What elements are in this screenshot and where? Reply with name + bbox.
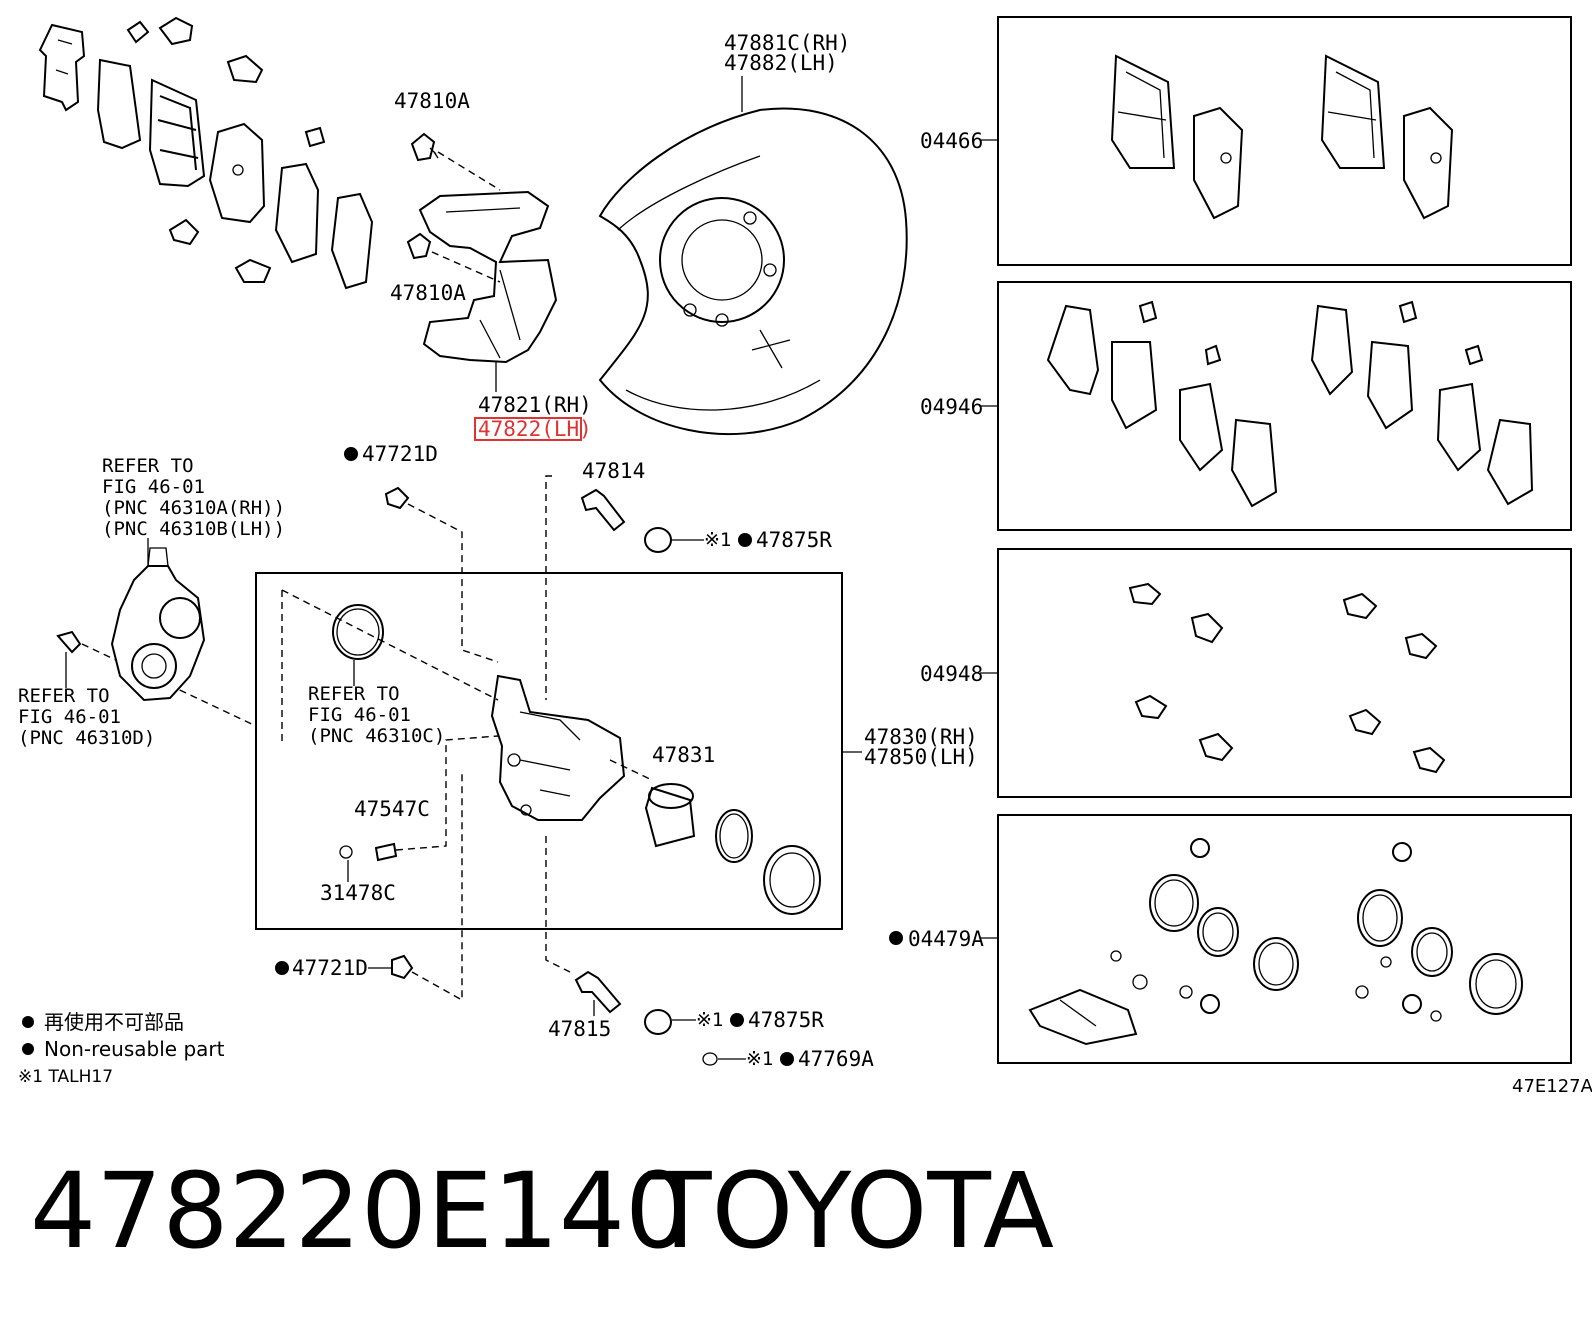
- label-47721D-bottom: 47721D: [292, 956, 368, 980]
- svg-text:(PNC 46310D): (PNC 46310D): [18, 727, 155, 749]
- svg-text:(PNC 46310A(RH)): (PNC 46310A(RH)): [102, 497, 285, 519]
- label-47881C: 47881C(RH): [724, 31, 850, 55]
- caliper-assembly: [255, 572, 862, 930]
- kit-box-04946: [980, 281, 1572, 531]
- refer-note-b: REFER TO FIG 46-01 (PNC 46310D): [18, 685, 155, 749]
- svg-text:REFER TO: REFER TO: [102, 455, 194, 477]
- label-47814: 47814: [582, 459, 645, 483]
- label-47850: 47850(LH): [864, 745, 978, 769]
- label-04466: 04466: [920, 129, 983, 153]
- kit-box-04479A: [980, 814, 1572, 1064]
- highlight-box-47822: [474, 417, 582, 441]
- label-47831: 47831: [652, 743, 715, 767]
- label-47875R-top: 47875R: [756, 528, 832, 552]
- label-04948: 04948: [920, 662, 983, 686]
- label-04946: 04946: [920, 395, 983, 419]
- label-47882: 47882(LH): [724, 51, 838, 75]
- kit-box-04466: [980, 16, 1572, 266]
- label-47547C: 47547C: [354, 797, 430, 821]
- label-47830: 47830(RH): [864, 725, 978, 749]
- mark-1-top: ※1: [704, 529, 731, 551]
- label-47875R-bottom: 47875R: [748, 1008, 824, 1032]
- mark-1-bottom: ※1: [746, 1048, 773, 1070]
- figure-code: 47E127A: [1512, 1076, 1592, 1097]
- refer-note-c: REFER TO FIG 46-01 (PNC 46310C): [308, 683, 445, 747]
- svg-text:(PNC 46310C): (PNC 46310C): [308, 725, 445, 747]
- caliper-mounting-bracket: [406, 132, 558, 392]
- svg-text:REFER TO: REFER TO: [308, 683, 400, 705]
- disc-dust-shield: [598, 76, 908, 436]
- label-47769A: 47769A: [798, 1047, 874, 1071]
- svg-text:FIG 46-01: FIG 46-01: [102, 476, 205, 498]
- label-47721D-top: 47721D: [362, 442, 438, 466]
- svg-text:FIG 46-01: FIG 46-01: [308, 704, 411, 726]
- svg-text:FIG 46-01: FIG 46-01: [18, 706, 121, 728]
- mark-1-middle: ※1: [696, 1009, 723, 1031]
- kit-box-04948: [980, 548, 1572, 798]
- caption-brand: TOYOTA: [647, 1150, 1054, 1272]
- caption-part-number: 478220E140: [30, 1150, 691, 1272]
- pad-set-illustration: [38, 16, 374, 290]
- caliper-kit-frame: [255, 572, 843, 930]
- label-47810A-top: 47810A: [394, 89, 470, 113]
- refer-note-a: REFER TO FIG 46-01 (PNC 46310A(RH)) (PNC…: [102, 455, 285, 540]
- legend-jp: 再使用不可部品: [44, 1010, 184, 1034]
- label-47810A-bottom: 47810A: [390, 281, 466, 305]
- svg-text:(PNC 46310B(LH)): (PNC 46310B(LH)): [102, 518, 285, 540]
- legend-en: Non-reusable part: [44, 1037, 225, 1061]
- legend-note: ※1 TALH17: [18, 1067, 113, 1087]
- legend: 再使用不可部品 Non-reusable part ※1 TALH17: [18, 1010, 225, 1087]
- label-47822: 47822(LH): [478, 417, 592, 441]
- svg-text:REFER TO: REFER TO: [18, 685, 110, 707]
- label-47821: 47821(RH): [478, 393, 592, 417]
- parking-brake-actuator: [110, 538, 206, 702]
- label-47815: 47815: [548, 1017, 611, 1041]
- label-04479A: 04479A: [908, 927, 984, 951]
- label-31478C: 31478C: [320, 881, 396, 905]
